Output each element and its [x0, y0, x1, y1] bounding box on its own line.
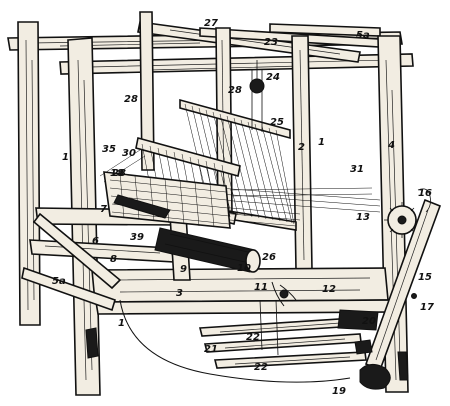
woven-cloth	[103, 171, 231, 229]
treadles	[198, 299, 379, 369]
label-20: 20	[362, 316, 376, 327]
label-1a: 1	[62, 152, 69, 163]
lower-frame	[21, 207, 393, 315]
label-8: 8	[110, 254, 117, 265]
label-13: 13	[356, 212, 370, 223]
label-28b: 28	[228, 85, 242, 96]
label-26: 26	[262, 252, 276, 263]
label-39: 39	[130, 232, 144, 243]
label-5a-top: 5a	[356, 30, 370, 41]
label-9: 9	[180, 264, 187, 275]
label-18: 18	[110, 168, 124, 179]
label-16: 16	[418, 188, 432, 199]
label-4: 4	[387, 140, 395, 151]
label-28a: 28	[124, 94, 138, 105]
cords	[119, 281, 391, 390]
label-5a-left: 5a	[52, 276, 66, 287]
label-30: 30	[122, 148, 136, 159]
label-2: 2	[298, 142, 305, 153]
label-22a: 22	[246, 332, 260, 343]
label-19: 19	[332, 386, 346, 397]
label-1b: 1	[318, 137, 325, 148]
label-12: 12	[322, 284, 336, 295]
label-31: 31	[350, 164, 364, 175]
number-labels: 1 1 1 2 3 4 5a 5a 6 7 8 9 10 11 12 13 15…	[52, 18, 434, 397]
label-21: 21	[204, 344, 218, 355]
label-23: 23	[264, 37, 278, 48]
label-10: 10	[237, 263, 251, 274]
label-22b: 22	[254, 362, 268, 373]
label-1c: 1	[118, 318, 125, 329]
label-24: 24	[266, 72, 280, 83]
label-28c: 28	[112, 168, 126, 179]
label-7: 7	[100, 204, 107, 215]
label-3: 3	[176, 288, 183, 299]
label-35: 35	[102, 144, 116, 155]
heddle-harness	[135, 60, 297, 231]
cloth-beam	[154, 227, 261, 273]
label-11: 11	[254, 282, 268, 293]
label-15: 15	[418, 272, 432, 283]
label-17: 17	[420, 302, 434, 313]
label-6: 6	[92, 236, 99, 247]
label-27: 27	[204, 18, 218, 29]
label-25: 25	[270, 117, 284, 128]
